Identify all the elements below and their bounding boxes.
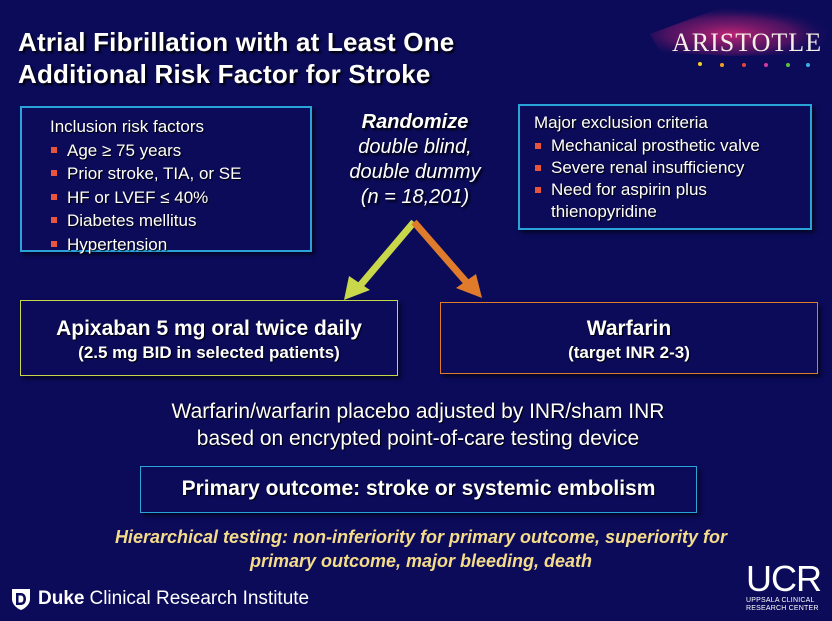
duke-shield-icon xyxy=(12,589,30,610)
duke-institute: Clinical Research Institute xyxy=(89,588,310,609)
randomization-arrows xyxy=(344,219,482,300)
warfarin-arm-box: Warfarin (target INR 2-3) xyxy=(440,302,818,374)
inclusion-list: Age ≥ 75 years Prior stroke, TIA, or SE … xyxy=(50,139,241,256)
warfarin-target: (target INR 2-3) xyxy=(568,343,690,362)
apixaban-arm-box: Apixaban 5 mg oral twice daily (2.5 mg B… xyxy=(20,300,398,376)
aristotle-logo-text: ARISTOTLE xyxy=(672,28,822,57)
apixaban-arrow-icon xyxy=(355,219,417,291)
primary-outcome-box: Primary outcome: stroke or systemic embo… xyxy=(140,466,697,513)
hierarchical-testing-note: Hierarchical testing: non-inferiority fo… xyxy=(40,525,802,573)
bullet-icon xyxy=(51,147,57,153)
title-line-2: Additional Risk Factor for Stroke xyxy=(18,59,431,89)
list-item: Severe renal insufficiency xyxy=(534,157,804,179)
list-item: Mechanical prosthetic valve xyxy=(534,135,804,157)
inclusion-heading: Inclusion risk factors xyxy=(50,117,204,136)
randomization-label: Randomize double blind, double dummy (n … xyxy=(316,110,514,210)
bullet-icon xyxy=(51,170,57,177)
apixaban-arrowhead-icon xyxy=(344,276,370,300)
bullet-icon xyxy=(51,240,57,247)
bullet-icon xyxy=(535,143,541,149)
randomize-dummy: double dummy xyxy=(349,161,481,183)
bullet-icon xyxy=(51,217,57,224)
warfarin-arrowhead-icon xyxy=(456,274,482,298)
title-line-1: Atrial Fibrillation with at Least One xyxy=(18,27,455,57)
warfarin-adjustment-note: Warfarin/warfarin placebo adjusted by IN… xyxy=(60,398,776,452)
randomize-heading: Randomize xyxy=(361,111,469,133)
list-item: Hypertension xyxy=(50,233,241,256)
ucr-logo: UCR UPPSALA CLINICAL RESEARCH CENTER xyxy=(746,561,830,617)
inclusion-criteria-box: Inclusion risk factors Age ≥ 75 years Pr… xyxy=(20,106,312,254)
list-item: Diabetes mellitus xyxy=(50,209,241,232)
exclusion-criteria-box: Major exclusion criteria Mechanical pros… xyxy=(518,104,812,230)
exclusion-list: Mechanical prosthetic valve Severe renal… xyxy=(534,135,804,223)
hierarchical-line-2: primary outcome, major bleeding, death xyxy=(249,551,593,571)
apixaban-dose-note: (2.5 mg BID in selected patients) xyxy=(78,343,340,362)
list-item: Prior stroke, TIA, or SE xyxy=(50,162,241,185)
warfarin-note-line-1: Warfarin/warfarin placebo adjusted by IN… xyxy=(171,400,665,423)
warfarin-label: Warfarin xyxy=(586,317,672,340)
ucr-subtitle-1: UPPSALA CLINICAL xyxy=(746,597,815,604)
apixaban-dose: Apixaban 5 mg oral twice daily xyxy=(56,317,362,340)
bullet-icon xyxy=(535,165,541,171)
randomize-blinding: double blind, xyxy=(358,136,472,158)
list-item: Need for aspirin plus thienopyridine xyxy=(534,179,804,223)
warfarin-arrow-icon xyxy=(411,219,471,287)
list-item: HF or LVEF ≤ 40% xyxy=(50,186,241,209)
ucr-abbrev: UCR xyxy=(746,558,822,599)
warfarin-note-line-2: based on encrypted point-of-care testing… xyxy=(196,427,640,450)
duke-name: Duke xyxy=(38,588,85,609)
list-item: Age ≥ 75 years xyxy=(50,139,241,162)
ucr-subtitle-2: RESEARCH CENTER xyxy=(746,605,819,612)
slide-title: Atrial Fibrillation with at Least One Ad… xyxy=(18,26,578,90)
duke-logo: Duke Clinical Research Institute xyxy=(10,586,309,612)
randomize-sample-size: (n = 18,201) xyxy=(360,186,470,208)
hierarchical-line-1: Hierarchical testing: non-inferiority fo… xyxy=(114,527,728,547)
bullet-icon xyxy=(51,193,57,200)
aristotle-logo: ARISTOTLE xyxy=(650,8,828,67)
bullet-icon xyxy=(535,187,541,193)
exclusion-heading: Major exclusion criteria xyxy=(534,113,708,132)
